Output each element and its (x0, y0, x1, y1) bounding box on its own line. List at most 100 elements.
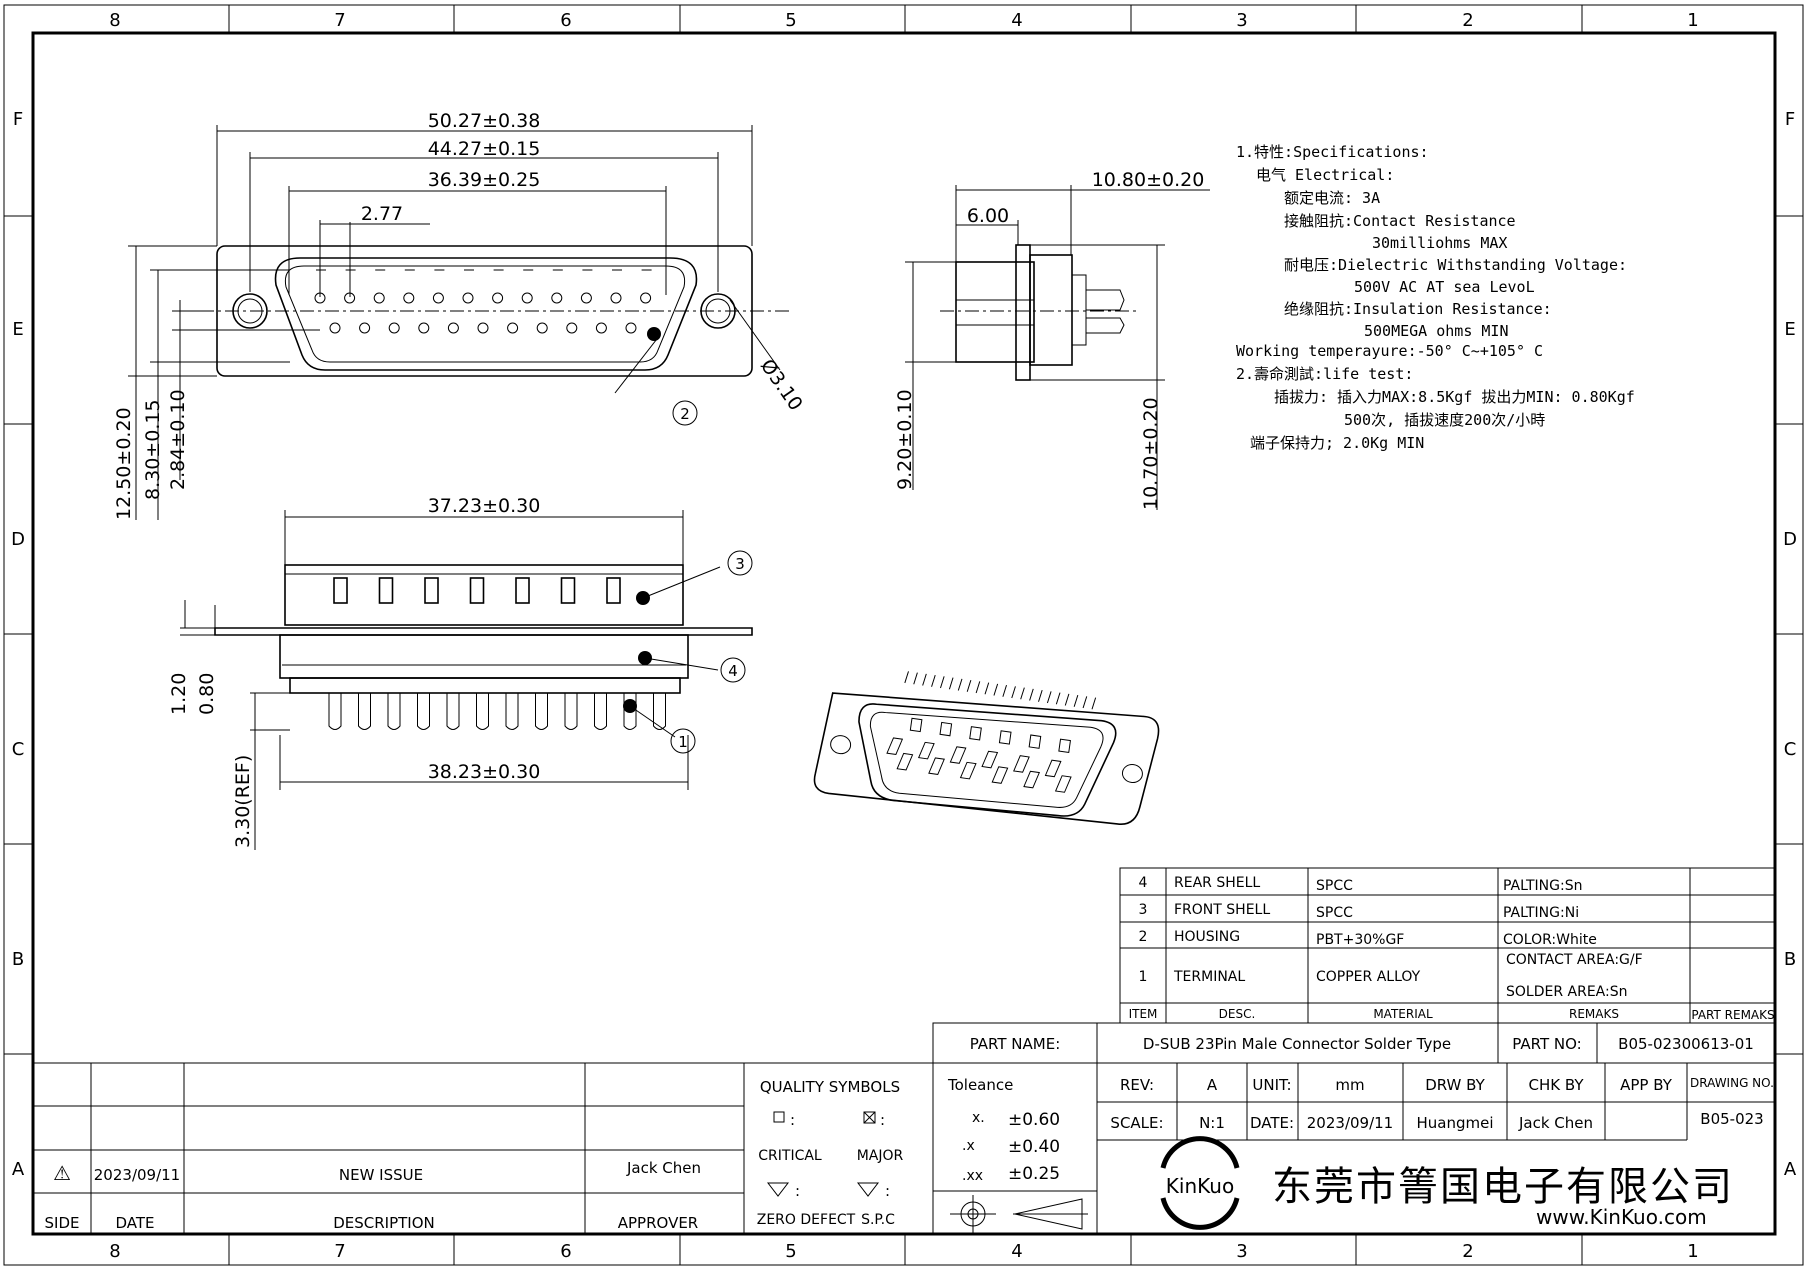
spec-line-10: Working temperayure:-50° C~+105° C (1236, 342, 1543, 360)
bottom-view: 37.23±0.30 1.20 0.80 3.30(REF) 38.23±0.3… (168, 495, 753, 850)
iso-contact (896, 752, 914, 771)
spec-line-11: 2.壽命測試:life test: (1236, 365, 1413, 383)
col-label-top-3: 3 (1236, 10, 1247, 31)
dim-10-70: 10.70±0.20 (1140, 397, 1162, 510)
pin-hole (329, 322, 341, 334)
pin-hole (625, 322, 637, 334)
chk-by-value: Jack Chen (1518, 1114, 1593, 1132)
iso-pin (1028, 734, 1042, 749)
side-view: 10.80±0.20 6.00 9.20±0.10 10.70±0.20 (894, 169, 1210, 510)
spec-line-13: 500次, 插拔速度200次/小時 (1344, 411, 1545, 429)
housing-slot (469, 577, 485, 604)
tolerance-val-1: ±0.60 (1008, 1110, 1060, 1130)
bom-desc-4: REAR SHELL (1174, 875, 1260, 891)
spec-line-4: 接触阻抗:Contact Resistance (1284, 212, 1516, 230)
solder-terminal (417, 693, 430, 730)
pin-hole (477, 322, 489, 334)
balloon-2: 2 (680, 405, 690, 423)
revision-approver: Jack Chen (626, 1159, 701, 1177)
revision-header-side: SIDE (45, 1214, 80, 1232)
row-label-left-b: B (12, 949, 24, 970)
solder-terminal (446, 693, 460, 730)
bom-desc-3: FRONT SHELL (1174, 902, 1270, 918)
bom-remark-4: PALTING:Sn (1503, 878, 1582, 894)
iso-contact (1054, 775, 1072, 793)
revision-description: NEW ISSUE (339, 1166, 423, 1184)
housing-slot (424, 577, 439, 604)
spec-line-1: 1.特性:Specifications: (1236, 143, 1429, 161)
quality-zero-defect: ZERO DEFECT (757, 1212, 856, 1228)
solder-terminal (653, 693, 666, 730)
col-label-bottom-5: 5 (785, 1241, 796, 1262)
tolerance-key-2: .x (962, 1138, 975, 1154)
revision-header-approver: APPROVER (618, 1214, 698, 1232)
housing-slot (515, 577, 530, 604)
iso-rear-terminal (948, 677, 954, 690)
row-label-right-c: C (1784, 739, 1797, 760)
bom-table: 4 REAR SHELL SPCC PALTING:Sn 3 FRONT SHE… (1119, 867, 1777, 1024)
iso-rear-terminal (931, 674, 936, 687)
bom-material-4: SPCC (1316, 878, 1353, 894)
row-label-right-d: D (1783, 529, 1797, 550)
pin-hole (373, 292, 385, 304)
pin-hole (388, 322, 400, 334)
row-label-right-f: F (1785, 109, 1795, 130)
pin-hole (640, 292, 652, 304)
pin-hole (447, 322, 459, 334)
bom-header-remark: REMAKS (1569, 1007, 1619, 1021)
iso-contact (917, 741, 935, 760)
dim-37-23: 37.23±0.30 (428, 495, 541, 517)
quality-symbols: QUALITY SYMBOLS : : CRITICAL MAJOR : : Z… (743, 1062, 934, 1235)
row-label-right-a: A (1784, 1159, 1797, 1180)
housing-slot (560, 577, 576, 604)
dim-1-20: 1.20 (168, 673, 190, 715)
pin-hole (359, 322, 371, 334)
unit-value: mm (1335, 1076, 1364, 1094)
kinkuo-logo: KinKuo (1160, 1136, 1240, 1230)
dim-36-39: 36.39±0.25 (428, 169, 541, 191)
dim-0-80: 0.80 (196, 673, 218, 715)
bom-item-3: 3 (1139, 902, 1148, 918)
tolerance-val-2: ±0.40 (1008, 1137, 1060, 1157)
dim-2-77: 2.77 (361, 203, 403, 225)
solder-terminal (623, 693, 637, 730)
spec-line-3: 额定电流: 3A (1284, 189, 1380, 207)
pin-hole (521, 292, 533, 304)
quality-major: MAJOR (857, 1148, 904, 1164)
solder-terminal (476, 693, 489, 730)
bom-item-4: 4 (1139, 875, 1148, 891)
row-label-left-e: E (12, 319, 23, 340)
dim-3-30-ref: 3.30(REF) (232, 755, 254, 848)
pin-hole (580, 292, 592, 304)
iso-rear-terminal (1046, 691, 1052, 704)
pin-hole (462, 292, 474, 304)
row-label-right-e: E (1784, 319, 1795, 340)
col-label-top-7: 7 (334, 10, 345, 31)
company-name-cn: 东莞市箐国电子有限公司 (1272, 1164, 1734, 1210)
bom-remark-3: PALTING:Ni (1503, 905, 1579, 921)
iso-pin (998, 730, 1012, 745)
dim-12-50: 12.50±0.20 (113, 407, 135, 520)
bom-desc-2: HOUSING (1174, 929, 1240, 945)
date-label: DATE: (1250, 1114, 1294, 1132)
iso-contact (949, 746, 967, 764)
drw-by-label: DRW BY (1425, 1076, 1485, 1094)
pin-hole (536, 322, 548, 334)
row-label-left-f: F (13, 109, 23, 130)
iso-rear-terminal (1082, 696, 1088, 709)
balloon-3: 3 (735, 555, 745, 573)
rev-label: REV: (1120, 1076, 1154, 1094)
isometric-view (813, 671, 1160, 825)
iso-rear-terminal (1011, 686, 1016, 699)
solder-terminal (387, 693, 401, 730)
iso-rear-terminal (1002, 684, 1007, 697)
pin-hole (492, 292, 504, 304)
bom-header-part-remarks: PART REMAKS (1691, 1008, 1774, 1022)
iso-contact (928, 757, 945, 775)
col-label-top-8: 8 (109, 10, 120, 31)
iso-rear-terminal (993, 683, 999, 696)
iso-pin (969, 726, 982, 741)
quality-title: QUALITY SYMBOLS (760, 1078, 900, 1096)
col-label-bottom-2: 2 (1462, 1241, 1473, 1262)
iso-rear-terminal (1029, 688, 1034, 701)
